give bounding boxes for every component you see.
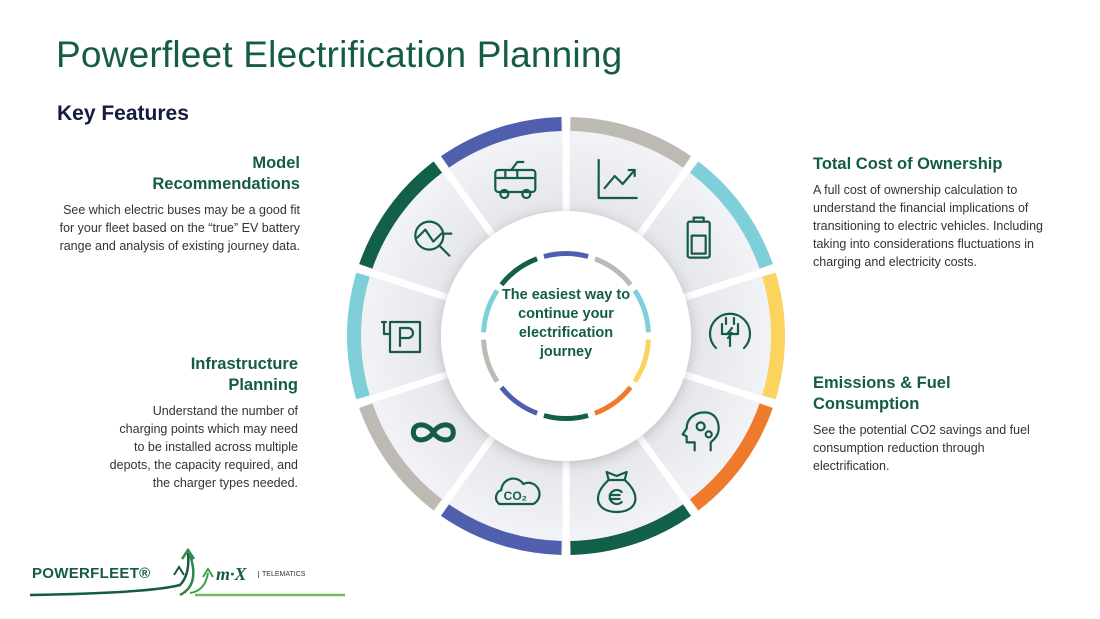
outer-ring-segment [689,403,773,511]
line-chart-icon [597,158,638,200]
outer-ring-segment [441,117,562,168]
outer-ring-segment [441,504,562,555]
feature-text: See the potential CO2 savings and fuel c… [813,423,1030,473]
inner-ring-segment [543,413,589,422]
powerfleet-wordmark: POWERFLEET® [32,565,151,582]
inner-ring-segment [632,289,651,333]
feature-title: Model Recommendations [152,154,300,193]
feature-title: Total Cost of Ownership [813,155,1003,173]
logo-arrows [30,547,345,597]
section-heading: Key Features [57,102,189,125]
feature-text: See which electric buses may be a good f… [59,203,300,253]
center-disc [441,211,691,461]
outer-ring-segment [570,117,691,168]
telematics-wordmark: TELEMATICS [258,571,305,578]
outer-ring-segment [689,161,773,269]
outer-ring-segment [359,403,443,511]
head-gears-icon [681,411,720,452]
outer-ring-segment [762,272,785,400]
segment-divider [434,156,496,237]
segment-divider [636,156,698,237]
battery-icon [686,216,711,259]
inner-ring-segment [499,256,538,287]
inner-ring-segment [594,385,633,416]
infinity-icon [410,422,456,443]
inner-ring-segment [594,256,633,287]
feature-infrastructure-planning: Infrastructure Planning Understand the n… [48,354,298,492]
feature-emissions-fuel: Emissions & Fuel Consumption See the pot… [813,373,1043,475]
inner-ring-segment [632,339,651,383]
segment-divider [683,371,776,408]
money-bag-euro-icon [596,470,637,514]
charging-plug-icon [708,312,752,350]
segment-divider [636,435,698,516]
charging-parking-icon [380,320,422,354]
segment-divider [356,264,449,301]
segment-divider [356,371,449,408]
search-analysis-icon [414,220,453,257]
segment-divider [683,264,776,301]
electric-bus-icon [494,160,537,200]
inner-ring-segment [481,339,500,383]
svg-text:CO₂: CO₂ [504,489,527,503]
feature-text: Understand the number of charging points… [109,404,298,490]
center-text: The easiest way to continue your electri… [501,287,631,360]
feature-title: Infrastructure Planning [190,355,298,394]
feature-title: Emissions & Fuel Consumption [813,374,951,413]
outer-ring-segment [359,161,443,269]
outer-ring-segment [570,504,691,555]
inner-ring-segment [543,251,589,259]
feature-text: A full cost of ownership calculation to … [813,183,1043,269]
inner-ring-segment [481,289,500,333]
mix-wordmark: m·X [216,564,247,584]
page-title: Powerfleet Electrification Planning [56,34,623,75]
segment-divider [434,435,496,516]
inner-ring-segment [499,385,538,416]
powerfleet-mix-logo: POWERFLEET® m·X TELEMATICS [30,545,350,605]
feature-model-recommendations: Model Recommendations See which electric… [50,153,300,255]
co2-cloud-icon: CO₂ [494,477,541,506]
feature-total-cost-of-ownership: Total Cost of Ownership A full cost of o… [813,154,1048,271]
outer-ring-segment [346,272,370,400]
